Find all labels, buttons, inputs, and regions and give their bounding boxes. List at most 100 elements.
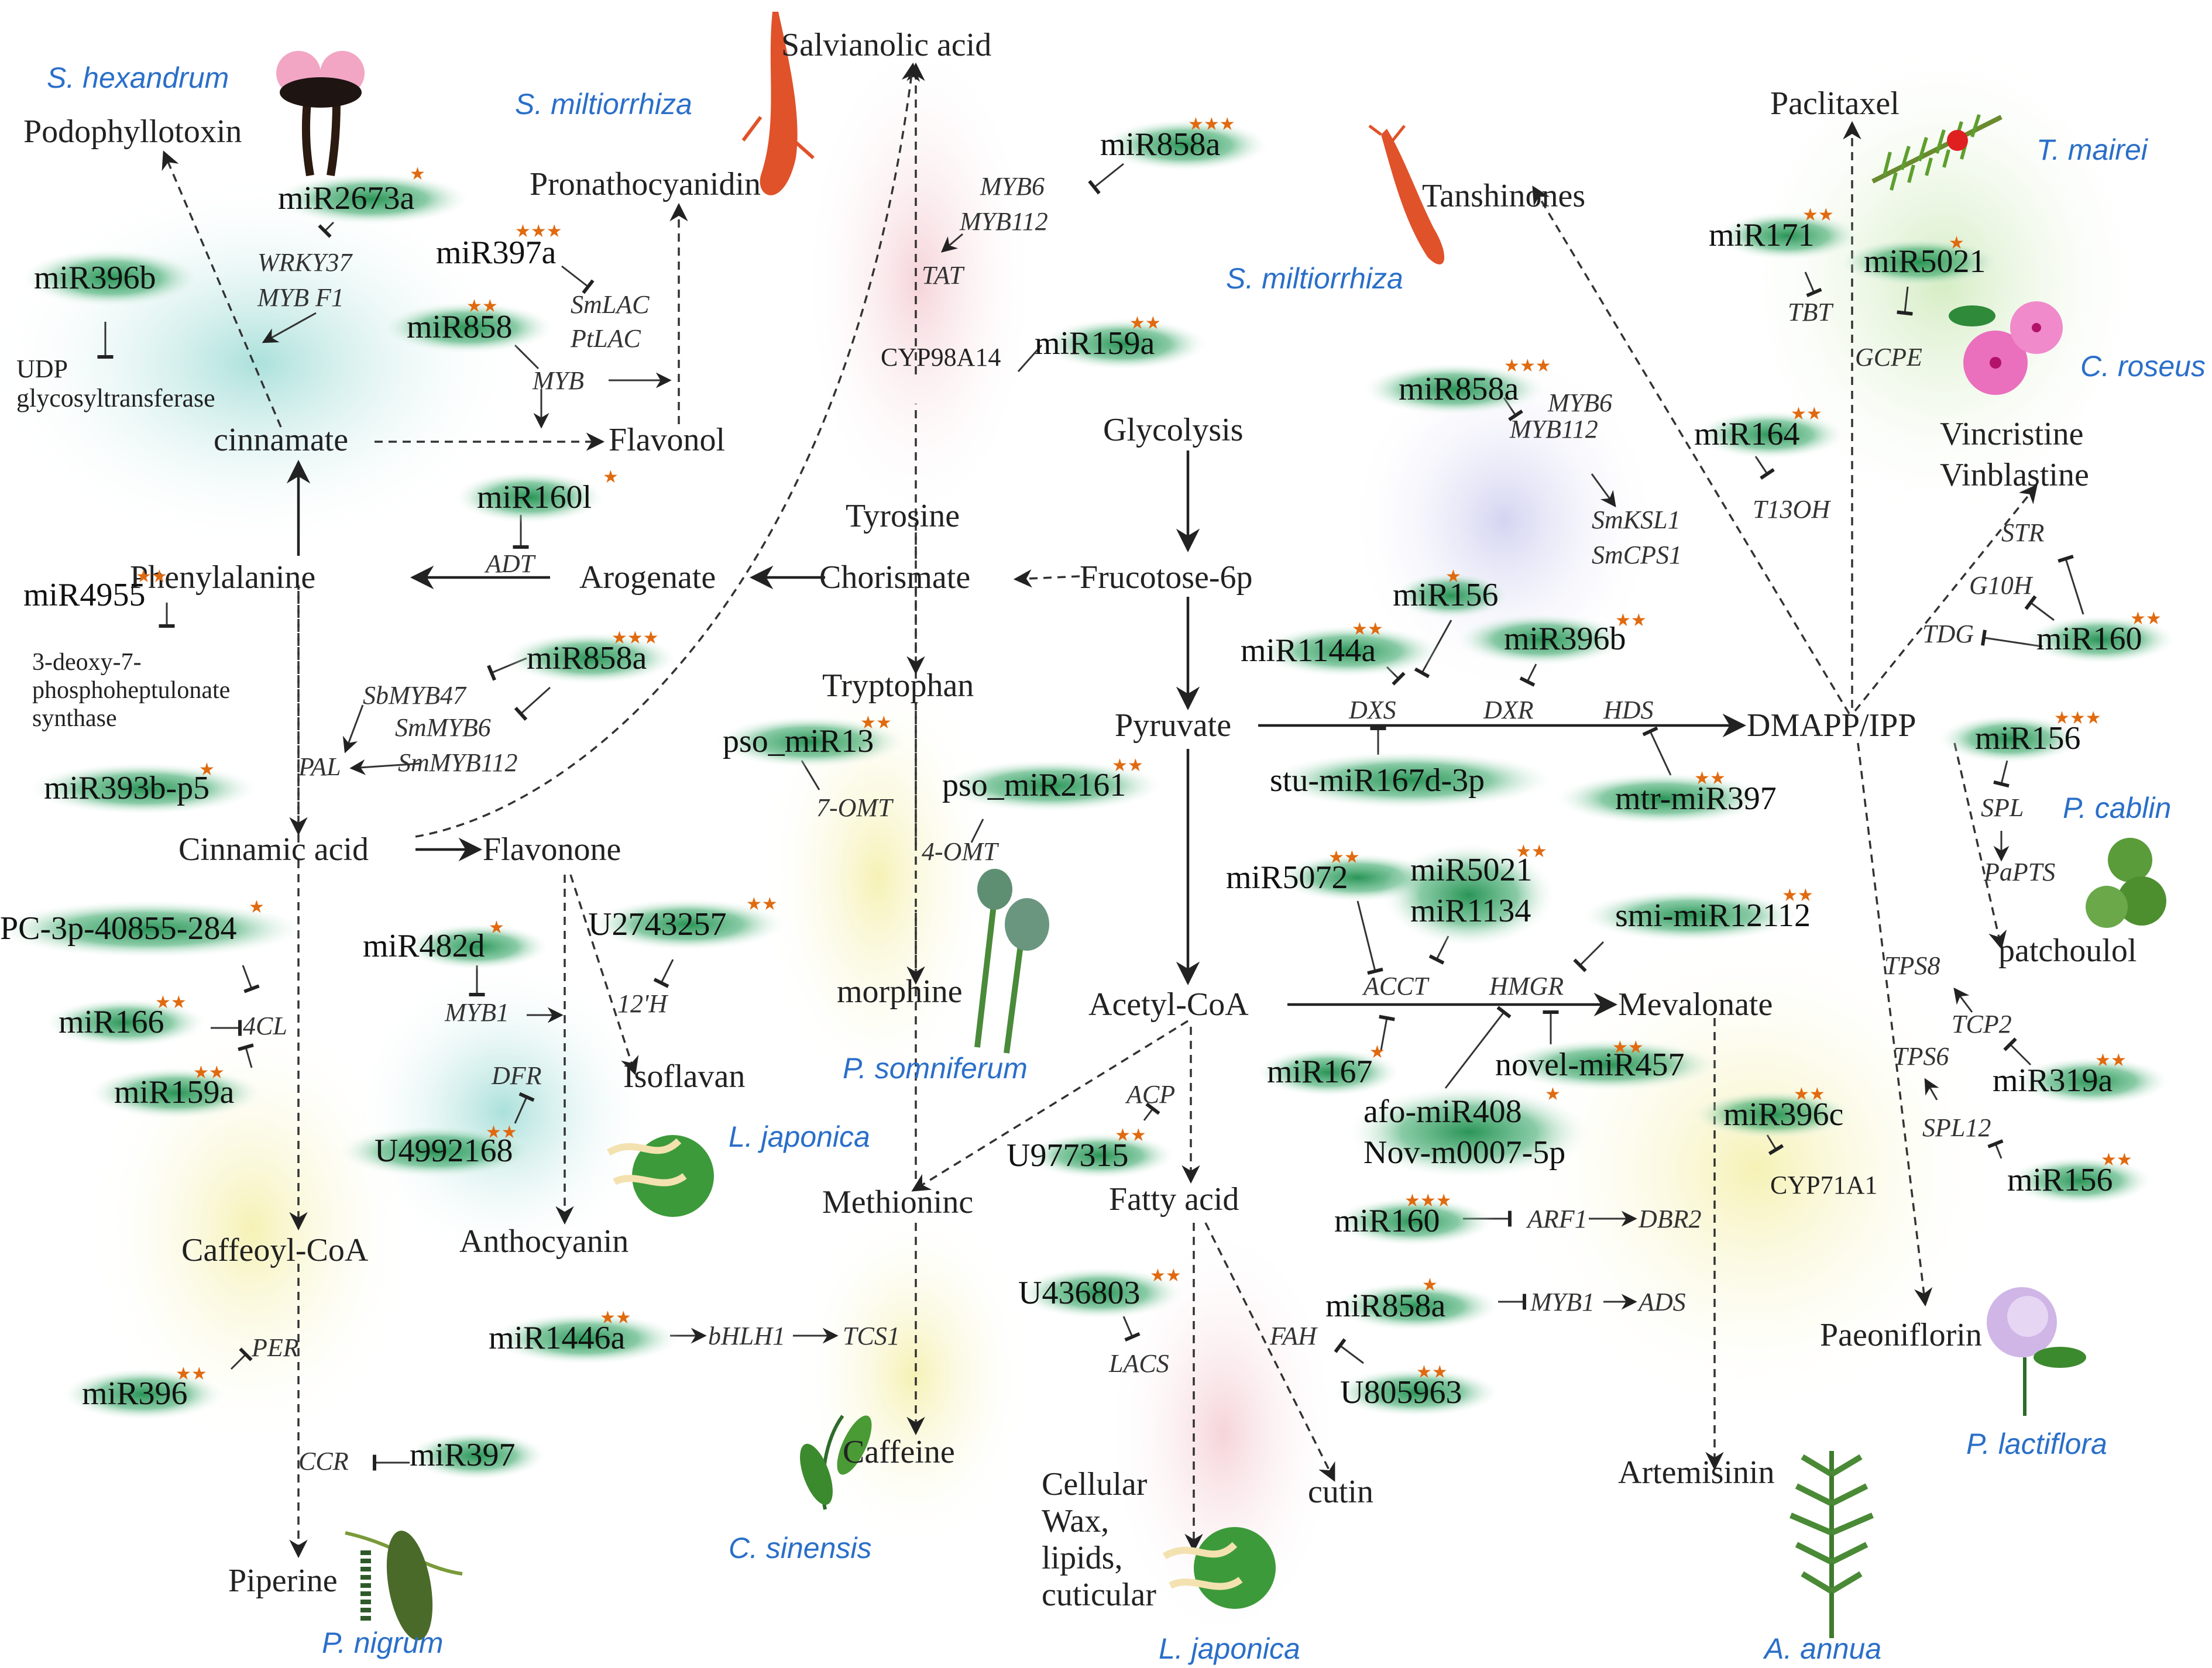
- cyp71a1-label: CYP71A1: [1770, 1171, 1877, 1199]
- reg-159a-4cl: [238, 1043, 254, 1068]
- mir482d-label: miR482d: [363, 928, 485, 964]
- 4cl-gene: 4CL: [243, 1012, 287, 1040]
- dxr-gene: DXR: [1483, 696, 1534, 724]
- star-icon: ★★: [2101, 1150, 2132, 1170]
- mir319a-label: miR319a: [1993, 1062, 2113, 1099]
- str-gene: STR: [2001, 518, 2044, 547]
- glycosyltransferase-line: glycosyltransferase: [16, 384, 215, 412]
- mir156-spl-label: miR156: [1975, 720, 2080, 756]
- u805963-label: U805963: [1340, 1374, 1462, 1411]
- paeoniflorin-label: Paeoniflorin: [1820, 1317, 1982, 1353]
- acetyl-coa-label: Acetyl-CoA: [1088, 986, 1249, 1023]
- star-icon: ★★: [1352, 619, 1383, 639]
- mir396-low-label: miR396: [82, 1375, 187, 1412]
- c-roseus-flower-image: [1949, 301, 2063, 395]
- arogenate-label: Arogenate: [579, 559, 716, 596]
- reg-858a-myb6: [1088, 163, 1124, 195]
- star-icon: ★: [1422, 1275, 1438, 1295]
- lacs-gene: LACS: [1108, 1349, 1169, 1378]
- mir2673a-label: miR2673a: [278, 180, 414, 216]
- mir160-str-label: miR160: [2036, 621, 2142, 657]
- mir858-top-label: miR858: [407, 309, 512, 345]
- isoflavan-label: Isoflavan: [623, 1058, 745, 1095]
- mir159a-top-label: miR159a: [1035, 325, 1155, 362]
- caffeoyl-coa-label: Caffeoyl-CoA: [181, 1232, 369, 1268]
- cellular-wax-label: Cellular Wax, lipids, cuticular: [1042, 1466, 1156, 1613]
- star-icon: ★★: [193, 1062, 225, 1083]
- reg-afo408: [1444, 1006, 1512, 1089]
- s-hexandrum-label: S. hexandrum: [47, 61, 229, 94]
- mir858a-top-label: miR858a: [1100, 126, 1220, 163]
- wax-line-1: Cellular: [1042, 1466, 1148, 1502]
- u977315-label: U977315: [1007, 1137, 1128, 1174]
- mir397-low-label: miR397: [410, 1437, 515, 1473]
- star-icon: ★★: [1129, 313, 1161, 333]
- reg-160-g10h: [2024, 595, 2055, 621]
- blob-teal-left: [0, 176, 527, 550]
- tat-gene: TAT: [922, 261, 965, 290]
- chorismate-label: Chorismate: [819, 559, 970, 596]
- mir396b-dxr-label: miR396b: [1504, 621, 1626, 657]
- reg-171-tbt: [1804, 271, 1822, 298]
- myb112-top-gene: MYB112: [959, 207, 1048, 236]
- t13oh-gene: T13OH: [1753, 495, 1831, 524]
- pyruvate-label: Pyruvate: [1115, 707, 1231, 744]
- star-icon: ★★★: [1504, 356, 1551, 376]
- spl-gene: SPL: [1981, 793, 2024, 822]
- mir397a-label: miR397a: [436, 235, 556, 271]
- reg-u977-acp: [1143, 1102, 1160, 1121]
- mir160-art-label: miR160: [1334, 1203, 1440, 1239]
- reg-smi12112-hmgr: [1573, 941, 1605, 972]
- a-annua-label: A. annua: [1763, 1632, 1881, 1665]
- reg-2673a: [318, 221, 335, 238]
- star-icon: ★★: [1516, 841, 1547, 862]
- blob-pink-wax: [1106, 1223, 1340, 1644]
- arf1-gene: ARF1: [1526, 1205, 1588, 1233]
- reg-u499-dfr: [514, 1092, 535, 1124]
- acp-gene: ACP: [1125, 1080, 1175, 1109]
- ads-gene: ADS: [1637, 1288, 1686, 1316]
- salvianolic-acid-label: Salvianolic acid: [781, 27, 991, 63]
- reg-myb112-smksl1: [1591, 473, 1616, 508]
- pal-gene: PAL: [298, 752, 341, 781]
- star-icon: ★★: [155, 992, 187, 1013]
- p-somniferum-label: P. somniferum: [843, 1052, 1028, 1085]
- mirna-glows: [0, 119, 2177, 1480]
- reg-159a-cyp: [1017, 345, 1043, 372]
- fructose-6p-label: Frucotose-6p: [1080, 559, 1253, 596]
- mir858a-mid-label: miR858a: [527, 640, 647, 676]
- bhlh1-gene: bHLH1: [708, 1322, 785, 1350]
- per-gene: PER: [251, 1333, 299, 1362]
- edges: [97, 64, 2084, 1559]
- mir156-dxs-label: miR156: [1393, 577, 1498, 613]
- smcps1-gene: SmCPS1: [1592, 541, 1682, 569]
- u2743257-label: U2743257: [588, 906, 726, 943]
- reg-smmyb112-pal: [349, 759, 422, 775]
- sbmyb47-gene: SbMYB47: [363, 681, 467, 710]
- wrky37-gene: WRKY37: [257, 248, 353, 277]
- blob-teal-flav: [351, 959, 655, 1264]
- smmyb6-gene: SmMYB6: [395, 713, 491, 742]
- star-icon: ★★: [2130, 608, 2162, 629]
- spl12-gene: SPL12: [1922, 1113, 1991, 1142]
- mybf1-gene: MYB F1: [257, 283, 344, 312]
- reg-psomir2161: [970, 818, 984, 843]
- star-icon: ★: [1545, 1084, 1561, 1105]
- s-miltiorrhiza-mid-label: S. miltiorrhiza: [1226, 262, 1403, 295]
- tdg-gene: TDG: [1922, 620, 1974, 648]
- star-icon: ★★: [746, 894, 778, 914]
- l-japonica-flower-image: [606, 1135, 714, 1217]
- star-icon: ★★: [486, 1122, 517, 1143]
- p-nigrum-label: P. nigrum: [322, 1626, 444, 1659]
- mtr-mir397-label: mtr-miR397: [1615, 780, 1777, 817]
- reg-156-spl: [1993, 760, 2010, 788]
- edge-fatty-cutin: [1204, 1222, 1335, 1482]
- reg-5072-acct: [1356, 900, 1383, 975]
- fah-gene: FAH: [1269, 1322, 1318, 1350]
- acct-gene: ACCT: [1362, 972, 1430, 1000]
- tbt-gene: TBT: [1788, 298, 1834, 326]
- l-japonica-low-label: L. japonica: [1159, 1632, 1300, 1665]
- c-roseus-label: C. roseus: [2080, 350, 2206, 383]
- mir396b-left-label: miR396b: [34, 260, 156, 296]
- star-icon: ★: [489, 917, 504, 938]
